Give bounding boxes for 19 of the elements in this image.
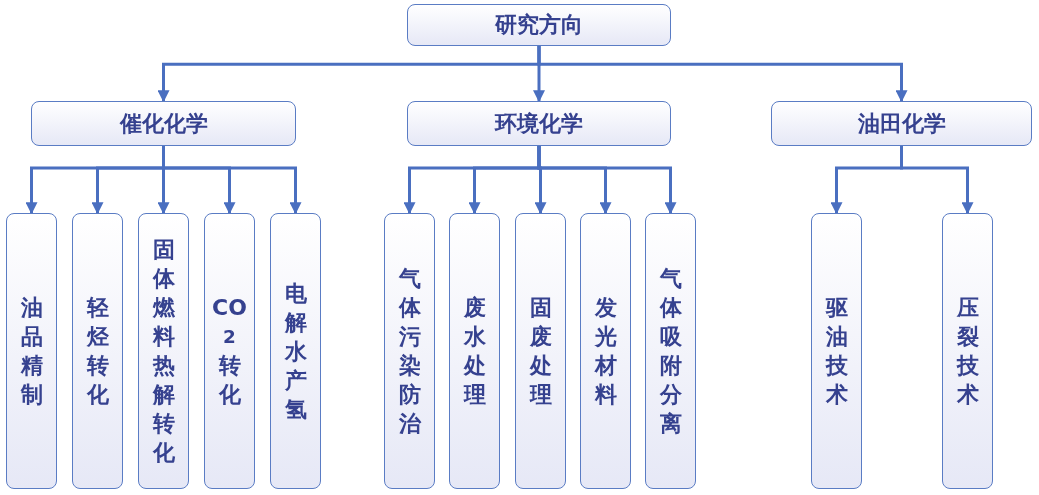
arrow [537, 146, 677, 215]
category-box: 油田化学 [771, 101, 1032, 146]
arrow [900, 146, 974, 215]
category-box: 催化化学 [31, 101, 296, 146]
arrow [537, 46, 908, 103]
topic-box: 固体燃料热解转化 [138, 213, 189, 489]
category-box: 环境化学 [407, 101, 671, 146]
topic-box: 油品精制 [6, 213, 57, 489]
topic-box: 废水处理 [449, 213, 500, 489]
topic-box: 气体吸附分离 [645, 213, 696, 489]
topic-box: 固废处理 [515, 213, 566, 489]
topic-box: 发光材料 [580, 213, 631, 489]
topic-box: 电解水产氢 [270, 213, 321, 489]
arrow [162, 146, 302, 215]
topic-box: 气体污染防治 [384, 213, 435, 489]
topic-box: 压裂技术 [942, 213, 993, 489]
category-box: 研究方向 [407, 4, 671, 46]
topic-box: 驱油技术 [811, 213, 862, 489]
topic-box: 轻烃转化 [72, 213, 123, 489]
